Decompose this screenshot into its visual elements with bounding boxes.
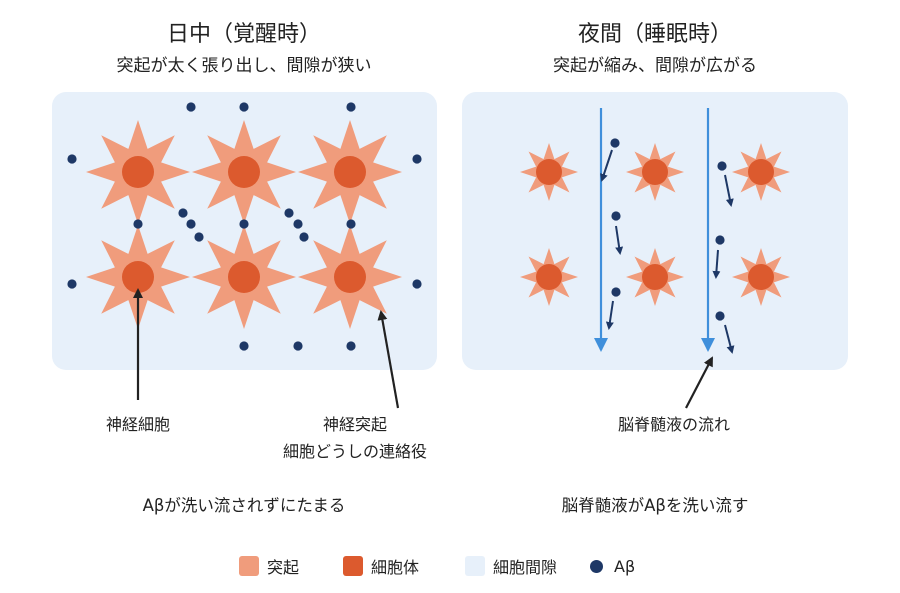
night-note: 脳脊髄液がAβを洗い流す <box>561 496 749 515</box>
abeta-drift-arrow <box>724 324 735 354</box>
day-neuron <box>298 225 402 329</box>
abeta-dot <box>67 279 77 289</box>
abeta-dot <box>715 235 725 245</box>
day-neuron <box>86 120 190 224</box>
neuron-cell-body <box>334 261 366 293</box>
legend-abeta-label: Aβ <box>614 556 636 576</box>
day-neuron <box>192 120 296 224</box>
night-neuron <box>732 248 790 306</box>
day-abeta-dots <box>67 102 422 351</box>
abeta-dot <box>611 287 621 297</box>
abeta-dot <box>346 219 356 229</box>
abeta-dot <box>610 138 620 148</box>
abeta-drift-arrow <box>724 174 734 207</box>
abeta-dot <box>239 341 249 351</box>
day-neurons <box>86 120 402 329</box>
day-subtitle: 突起が太く張り出し、間隙が狭い <box>116 56 372 76</box>
night-neuron <box>732 143 790 201</box>
day-neuron <box>298 120 402 224</box>
abeta-dot <box>178 208 188 218</box>
legend-cell-body: 細胞体 <box>343 554 419 578</box>
neuron-cell-body <box>122 156 154 188</box>
day-note: Aβが洗い流されずにたまる <box>142 496 346 515</box>
neuron-cell-body <box>536 159 562 185</box>
process-description: 細胞どうしの連絡役 <box>282 442 428 461</box>
csf-pointer-arrow <box>685 356 713 409</box>
neuron-cell-body <box>334 156 366 188</box>
night-neuron <box>520 143 578 201</box>
night-neuron <box>626 143 684 201</box>
neuron-cell-body <box>748 159 774 185</box>
abeta-dot <box>239 102 249 112</box>
csf-flows <box>594 108 715 352</box>
night-neuron <box>520 248 578 306</box>
legend-space: 細胞間隙 <box>465 554 557 578</box>
abeta-dot <box>239 219 249 229</box>
abeta-drift-arrow <box>615 225 624 255</box>
process-swatch-icon <box>239 556 259 576</box>
abeta-dot <box>412 279 422 289</box>
night-neuron <box>626 248 684 306</box>
day-neuron <box>192 225 296 329</box>
abeta-drift-arrow <box>712 249 721 279</box>
legend-abeta: Aβ <box>590 554 635 578</box>
night-subtitle: 突起が縮み、間隙が広がる <box>553 56 757 76</box>
abeta-dot <box>194 232 204 242</box>
abeta-dot <box>715 311 725 321</box>
abeta-dot <box>293 341 303 351</box>
night-abeta-dots <box>600 138 735 354</box>
legend-process-label: 突起 <box>267 558 300 577</box>
neuron-cell-body <box>228 156 260 188</box>
legend-space-label: 細胞間隙 <box>493 558 558 577</box>
neuron-cell-body <box>748 264 774 290</box>
abeta-dot <box>67 154 77 164</box>
day-neuron <box>86 225 190 329</box>
space-swatch-icon <box>465 556 485 576</box>
process-label: 神経突起 <box>322 415 388 434</box>
neuron-cell-body <box>228 261 260 293</box>
cell-body-swatch-icon <box>343 556 363 576</box>
neuron-label: 神経細胞 <box>105 415 171 434</box>
abeta-dot <box>412 154 422 164</box>
neuron-cell-body <box>642 159 668 185</box>
abeta-dot <box>346 102 356 112</box>
abeta-dot <box>611 211 621 221</box>
abeta-dot <box>186 102 196 112</box>
abeta-dot-icon <box>590 559 603 573</box>
abeta-dot <box>293 219 303 229</box>
abeta-dot <box>186 219 196 229</box>
neuron-cell-body <box>536 264 562 290</box>
day-title: 日中（覚醒時） <box>166 22 322 47</box>
abeta-dot <box>346 341 356 351</box>
legend-process: 突起 <box>239 554 299 578</box>
night-title: 夜間（睡眠時） <box>577 22 733 47</box>
process-pointer-arrow <box>377 310 400 409</box>
abeta-dot <box>717 161 727 171</box>
abeta-drift-arrow <box>605 300 614 330</box>
abeta-drift-arrow <box>600 149 613 182</box>
abeta-dot <box>299 232 309 242</box>
night-panel <box>462 92 848 370</box>
csf-flow-label: 脳脊髄液の流れ <box>617 415 731 434</box>
night-neurons <box>520 143 790 306</box>
abeta-dot <box>133 219 143 229</box>
neuron-cell-body <box>122 261 154 293</box>
legend-cell-body-label: 細胞体 <box>371 558 420 577</box>
abeta-dot <box>284 208 294 218</box>
neuron-cell-body <box>642 264 668 290</box>
